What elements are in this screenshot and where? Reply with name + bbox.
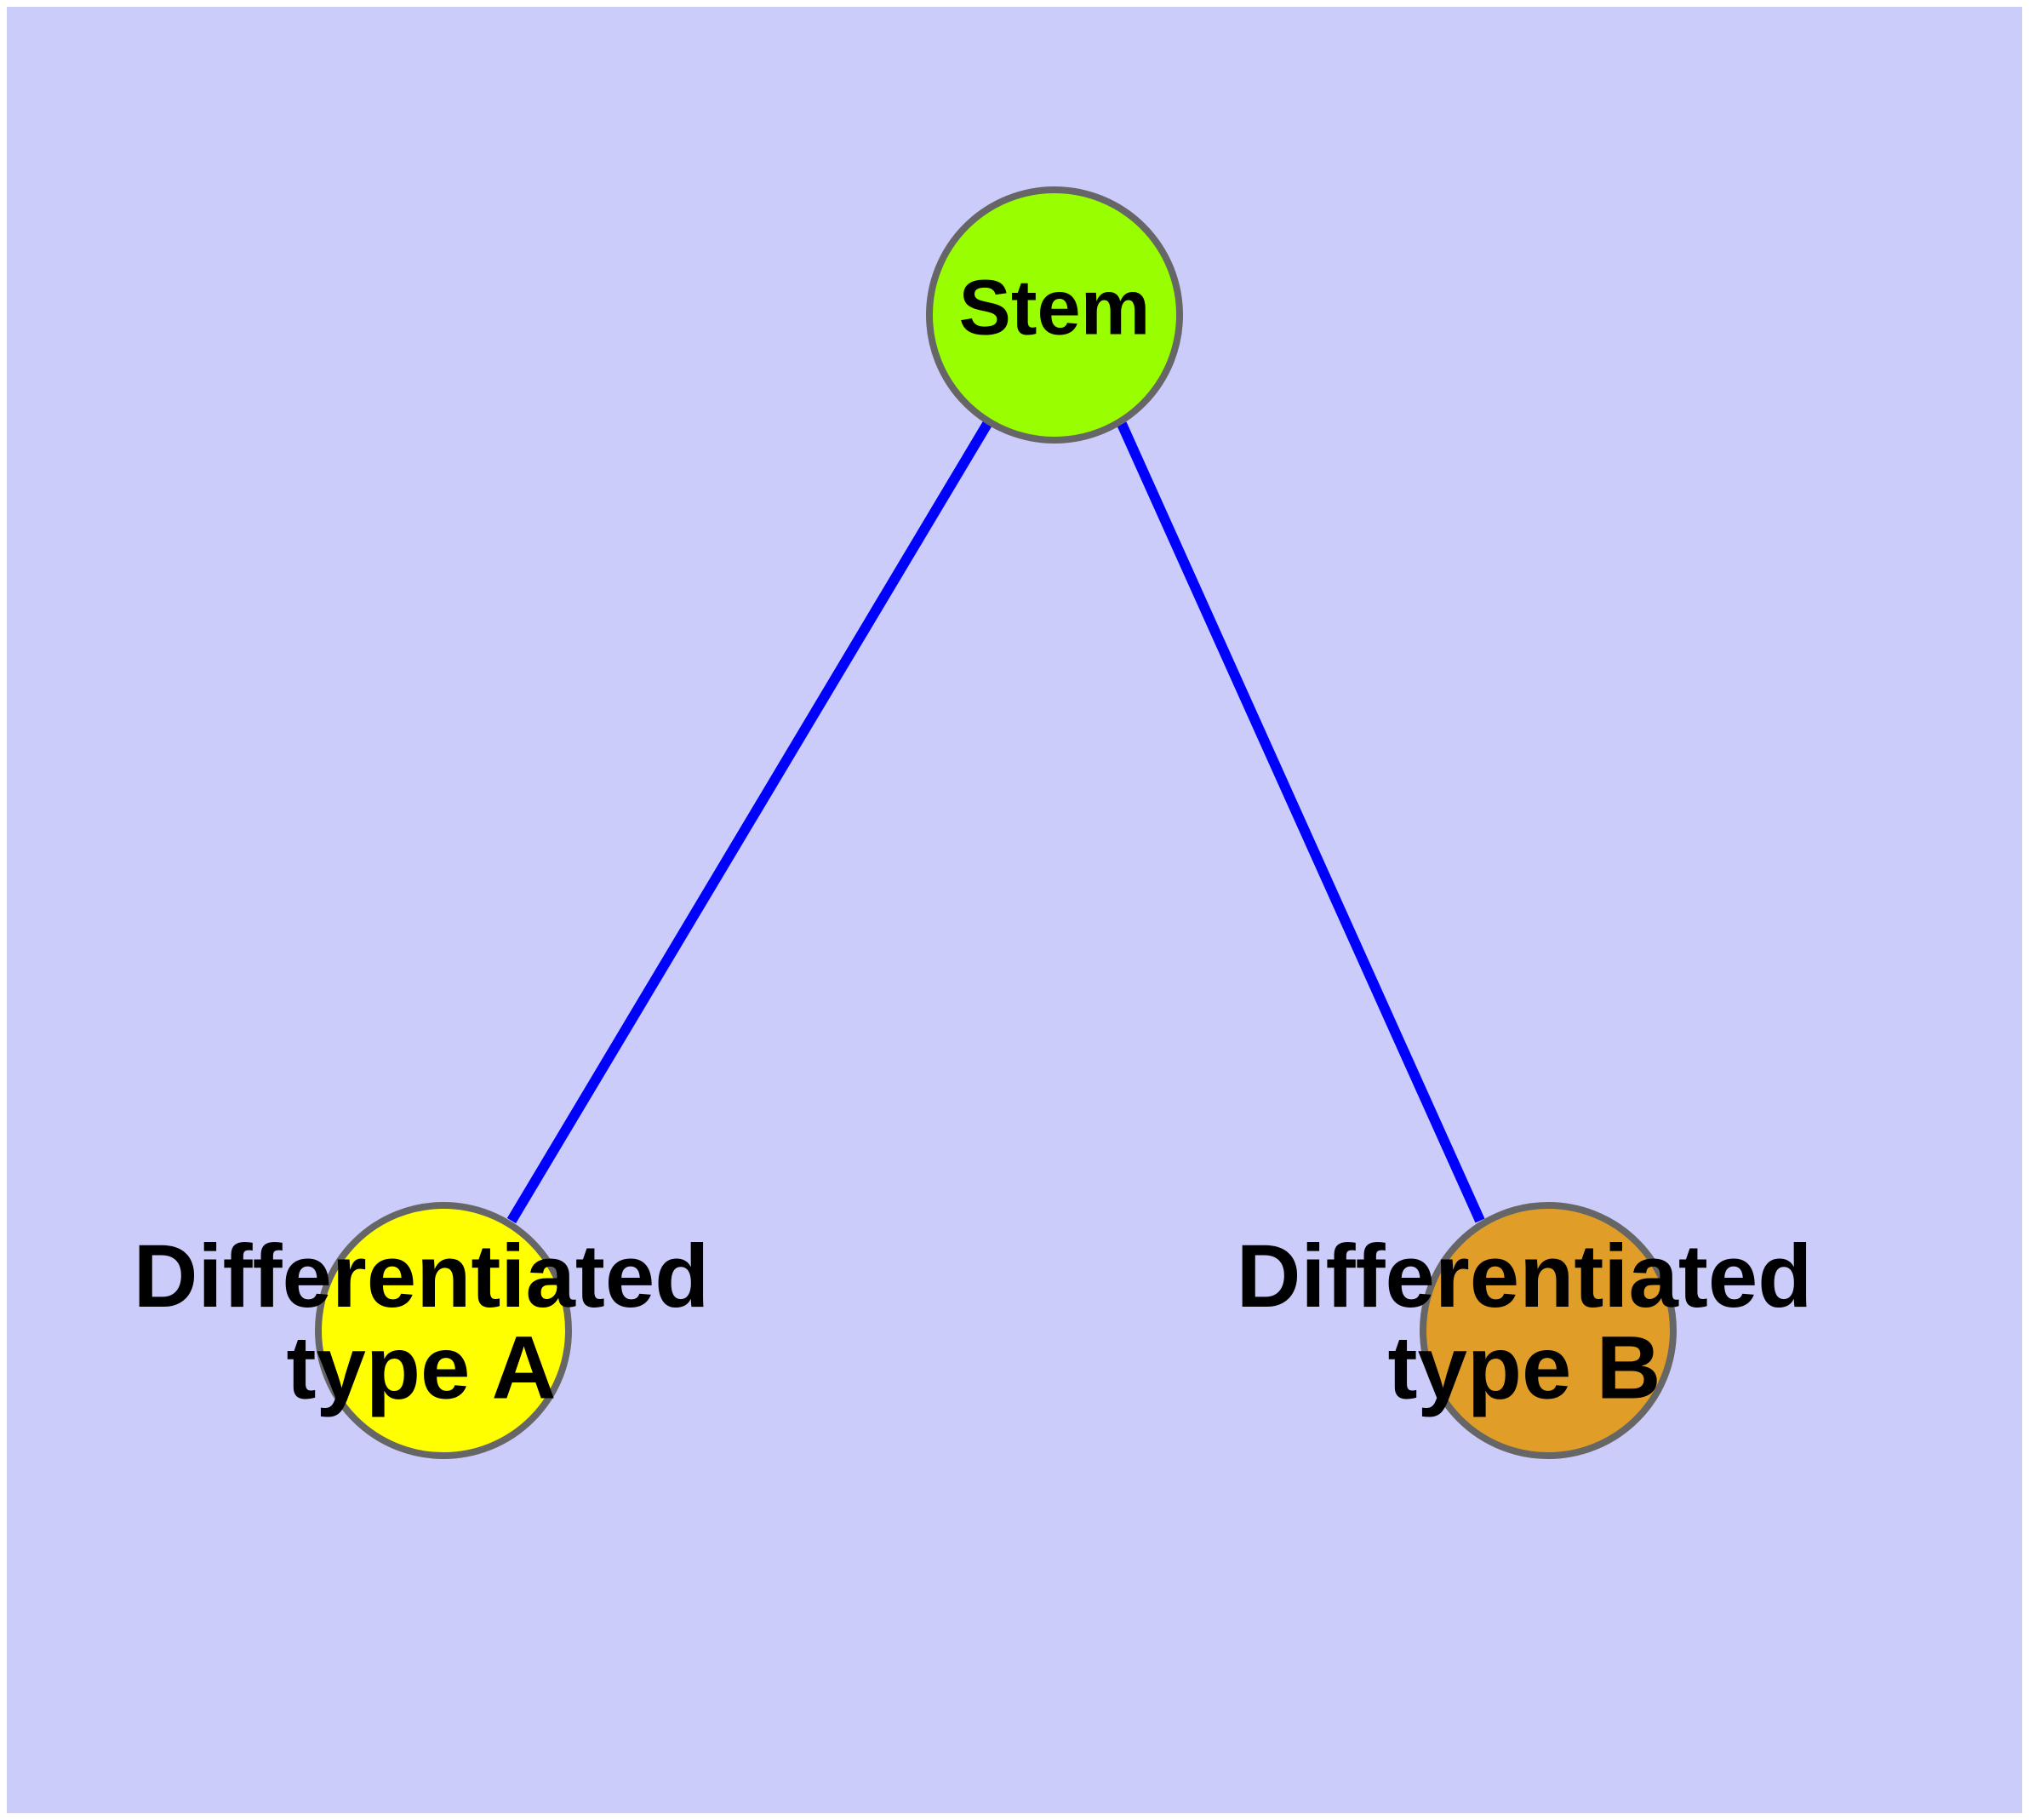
node-circle-diff_a[interactable]: [315, 1202, 572, 1459]
node-circle-stem[interactable]: [926, 186, 1183, 444]
node-label-line: Stem: [959, 265, 1151, 352]
graph-edge: [1117, 421, 1485, 1223]
graph-edge: [506, 421, 992, 1224]
node-label-line: type B: [1388, 1318, 1661, 1417]
node-label-stem: Stem: [959, 265, 1151, 352]
node-label-line: Differentiated: [1237, 1227, 1813, 1326]
node-label-line: Differentiated: [134, 1227, 710, 1326]
graph-node-stem[interactable]: Stem: [926, 186, 1183, 444]
node-circle-diff_b[interactable]: [1420, 1202, 1677, 1459]
node-label-line: type A: [287, 1318, 557, 1417]
edges-layer: [506, 421, 1485, 1224]
